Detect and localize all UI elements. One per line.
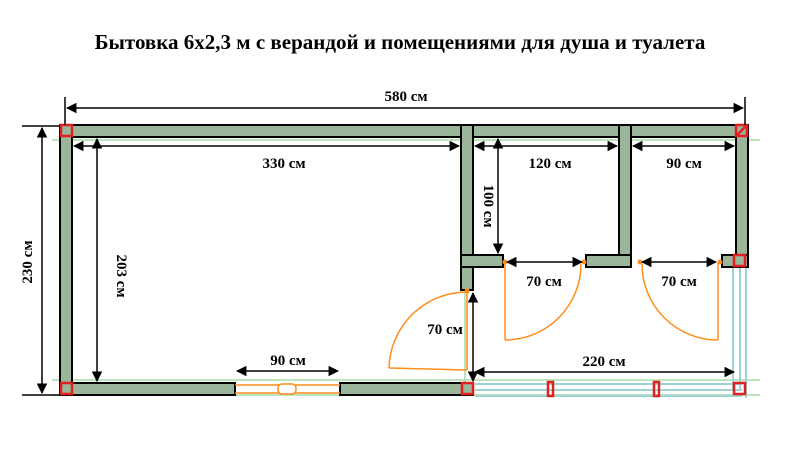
label-shower-door: 70 см [526, 274, 562, 290]
wall-bottom-left [59, 382, 236, 396]
corner-posts [59, 123, 749, 398]
dimension-lines [22, 97, 746, 396]
label-window-width: 90 см [270, 353, 306, 369]
doors [388, 263, 719, 371]
window-bottom [235, 383, 340, 395]
rail-post-2 [652, 380, 661, 398]
label-overall-length: 580 см [384, 89, 427, 105]
post-bottom-left [59, 381, 74, 396]
post-top-right [734, 123, 749, 138]
wall-partition-mid [585, 254, 632, 268]
wall-partition-shower [618, 124, 632, 268]
wall-partition-stub [460, 254, 504, 268]
label-shower-width: 120 см [528, 156, 571, 172]
label-veranda-length: 220 см [582, 354, 625, 370]
wall-left [59, 124, 73, 396]
label-room-width: 203 см [113, 254, 129, 297]
label-partition-depth: 100 см [480, 184, 496, 227]
label-toilet-door: 70 см [661, 274, 697, 290]
post-partition [460, 381, 475, 396]
label-overall-width: 230 см [20, 240, 36, 283]
guide-lines [52, 125, 760, 396]
label-room-door: 70 см [427, 322, 463, 338]
label-room-length: 330 см [262, 156, 305, 172]
label-toilet-width: 90 см [666, 156, 702, 172]
wall-top [59, 124, 749, 138]
diagram-title: Бытовка 6х2,3 м с верандой и помещениями… [94, 30, 706, 54]
walls [59, 124, 749, 396]
wall-right [735, 124, 749, 268]
veranda-rail [475, 262, 747, 398]
post-bottom-right [732, 381, 747, 396]
wall-bottom-right [339, 382, 474, 396]
post-right-mid [732, 253, 747, 268]
post-top-left [59, 123, 74, 138]
rail-post-1 [546, 380, 555, 398]
